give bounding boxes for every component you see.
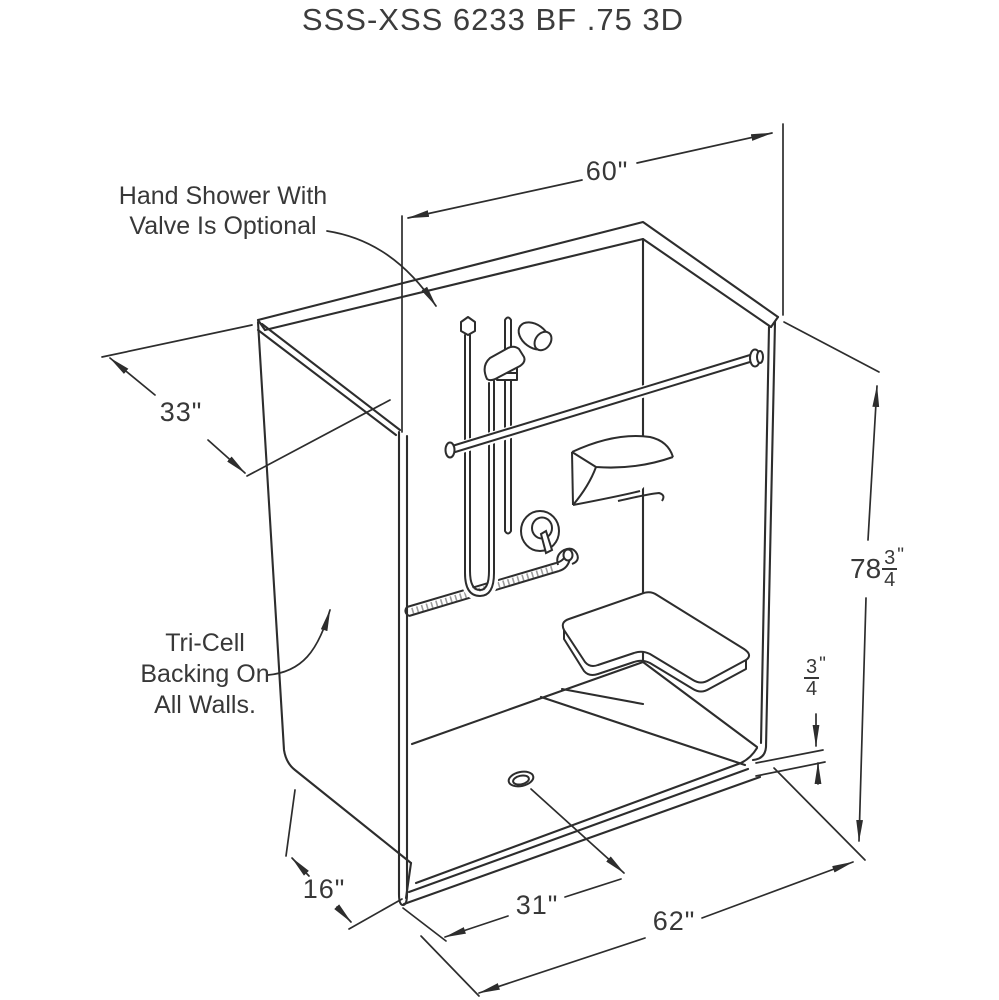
- floor-pan-line-2: [562, 689, 643, 704]
- rim-inner: [265, 239, 771, 330]
- extension-line: [286, 790, 295, 856]
- dim-78-whole: 78: [850, 553, 882, 585]
- grab-bar-upper: [446, 350, 764, 458]
- dim-78-unit: ": [897, 545, 905, 567]
- soap-shelf: [572, 436, 673, 505]
- extension-line: [421, 936, 479, 996]
- hand-shower-note-line2: Valve Is Optional: [129, 212, 317, 240]
- floor-cove-left: [412, 662, 643, 744]
- folding-seat: [563, 592, 749, 691]
- dimension-3-4-threshold: [756, 714, 825, 784]
- dim-78-numerator: 3: [882, 547, 898, 571]
- dimension-62: [421, 768, 865, 996]
- grab-bar-flange-left: [446, 443, 455, 458]
- dim-label-33: 33": [159, 397, 203, 427]
- dimension-lines: [102, 124, 879, 996]
- hand-shower-leader-arrow: [327, 231, 436, 306]
- dim-label-62: 62": [652, 906, 696, 936]
- curb-bottom: [404, 777, 760, 904]
- tri-cell-note-line3: All Walls.: [154, 691, 256, 719]
- dim-label-31: 31": [515, 890, 559, 920]
- dimension-16: [286, 790, 402, 929]
- dim-3-4-unit: ": [819, 654, 826, 676]
- dim-label-16: 16": [302, 874, 346, 904]
- dim-3-4-denominator: 4: [806, 678, 818, 701]
- extension-line: [247, 400, 390, 476]
- extension-line: [784, 322, 879, 372]
- extension-line: [774, 768, 865, 860]
- drain-leader: [531, 789, 624, 873]
- curb-top-outer: [409, 769, 748, 892]
- hand-shower-assembly: [461, 317, 555, 596]
- dim-78-denominator: 4: [884, 569, 896, 592]
- opening-edge-right: [753, 322, 775, 760]
- hand-shower-note: Hand Shower With Valve Is Optional: [119, 181, 327, 241]
- extension-line: [756, 750, 823, 763]
- hose-supply-elbow: [461, 317, 475, 335]
- rim-cap-left: [258, 320, 265, 330]
- tri-cell-note-line1: Tri-Cell: [165, 629, 245, 657]
- dim-3-4-numerator: 3: [804, 656, 820, 680]
- floor-pan-line-1: [541, 697, 745, 765]
- tri-cell-note: Tri-Cell Backing On All Walls.: [140, 628, 269, 721]
- slide-bar: [505, 318, 511, 534]
- floor-cove-back: [643, 662, 757, 747]
- curb-top-inner: [416, 748, 757, 883]
- shower-valve: [521, 511, 578, 565]
- tri-cell-leader-arrow: [268, 609, 330, 675]
- page-title: SSS-XSS 6233 BF .75 3D: [301, 2, 685, 37]
- handset-face: [531, 329, 555, 354]
- dimension-78-3-4: [784, 322, 879, 842]
- valve-lever: [541, 531, 552, 553]
- extension-line: [102, 325, 252, 357]
- dim-label-60: 60": [585, 156, 629, 186]
- extension-line: [349, 899, 402, 929]
- dimension-33: [102, 325, 390, 476]
- extension-line: [756, 762, 825, 776]
- hose-outlet-hook: [557, 549, 578, 565]
- left-wall-outer-edge: [258, 322, 411, 863]
- extension-line: [403, 908, 446, 941]
- return-wall-top: [258, 324, 400, 435]
- handset-handle: [485, 347, 525, 380]
- rim-outer: [258, 222, 778, 320]
- drain: [507, 770, 534, 789]
- tri-cell-note-line2: Backing On: [140, 660, 270, 688]
- dimension-31: [403, 789, 624, 941]
- opening-edge-left: [399, 432, 407, 905]
- hand-shower-note-line1: Hand Shower With: [118, 182, 328, 210]
- dimension-60: [402, 124, 783, 432]
- shower-enclosure-outline: [258, 222, 778, 905]
- opening-edge-right-inner: [761, 327, 769, 743]
- shower-hose: [465, 335, 494, 596]
